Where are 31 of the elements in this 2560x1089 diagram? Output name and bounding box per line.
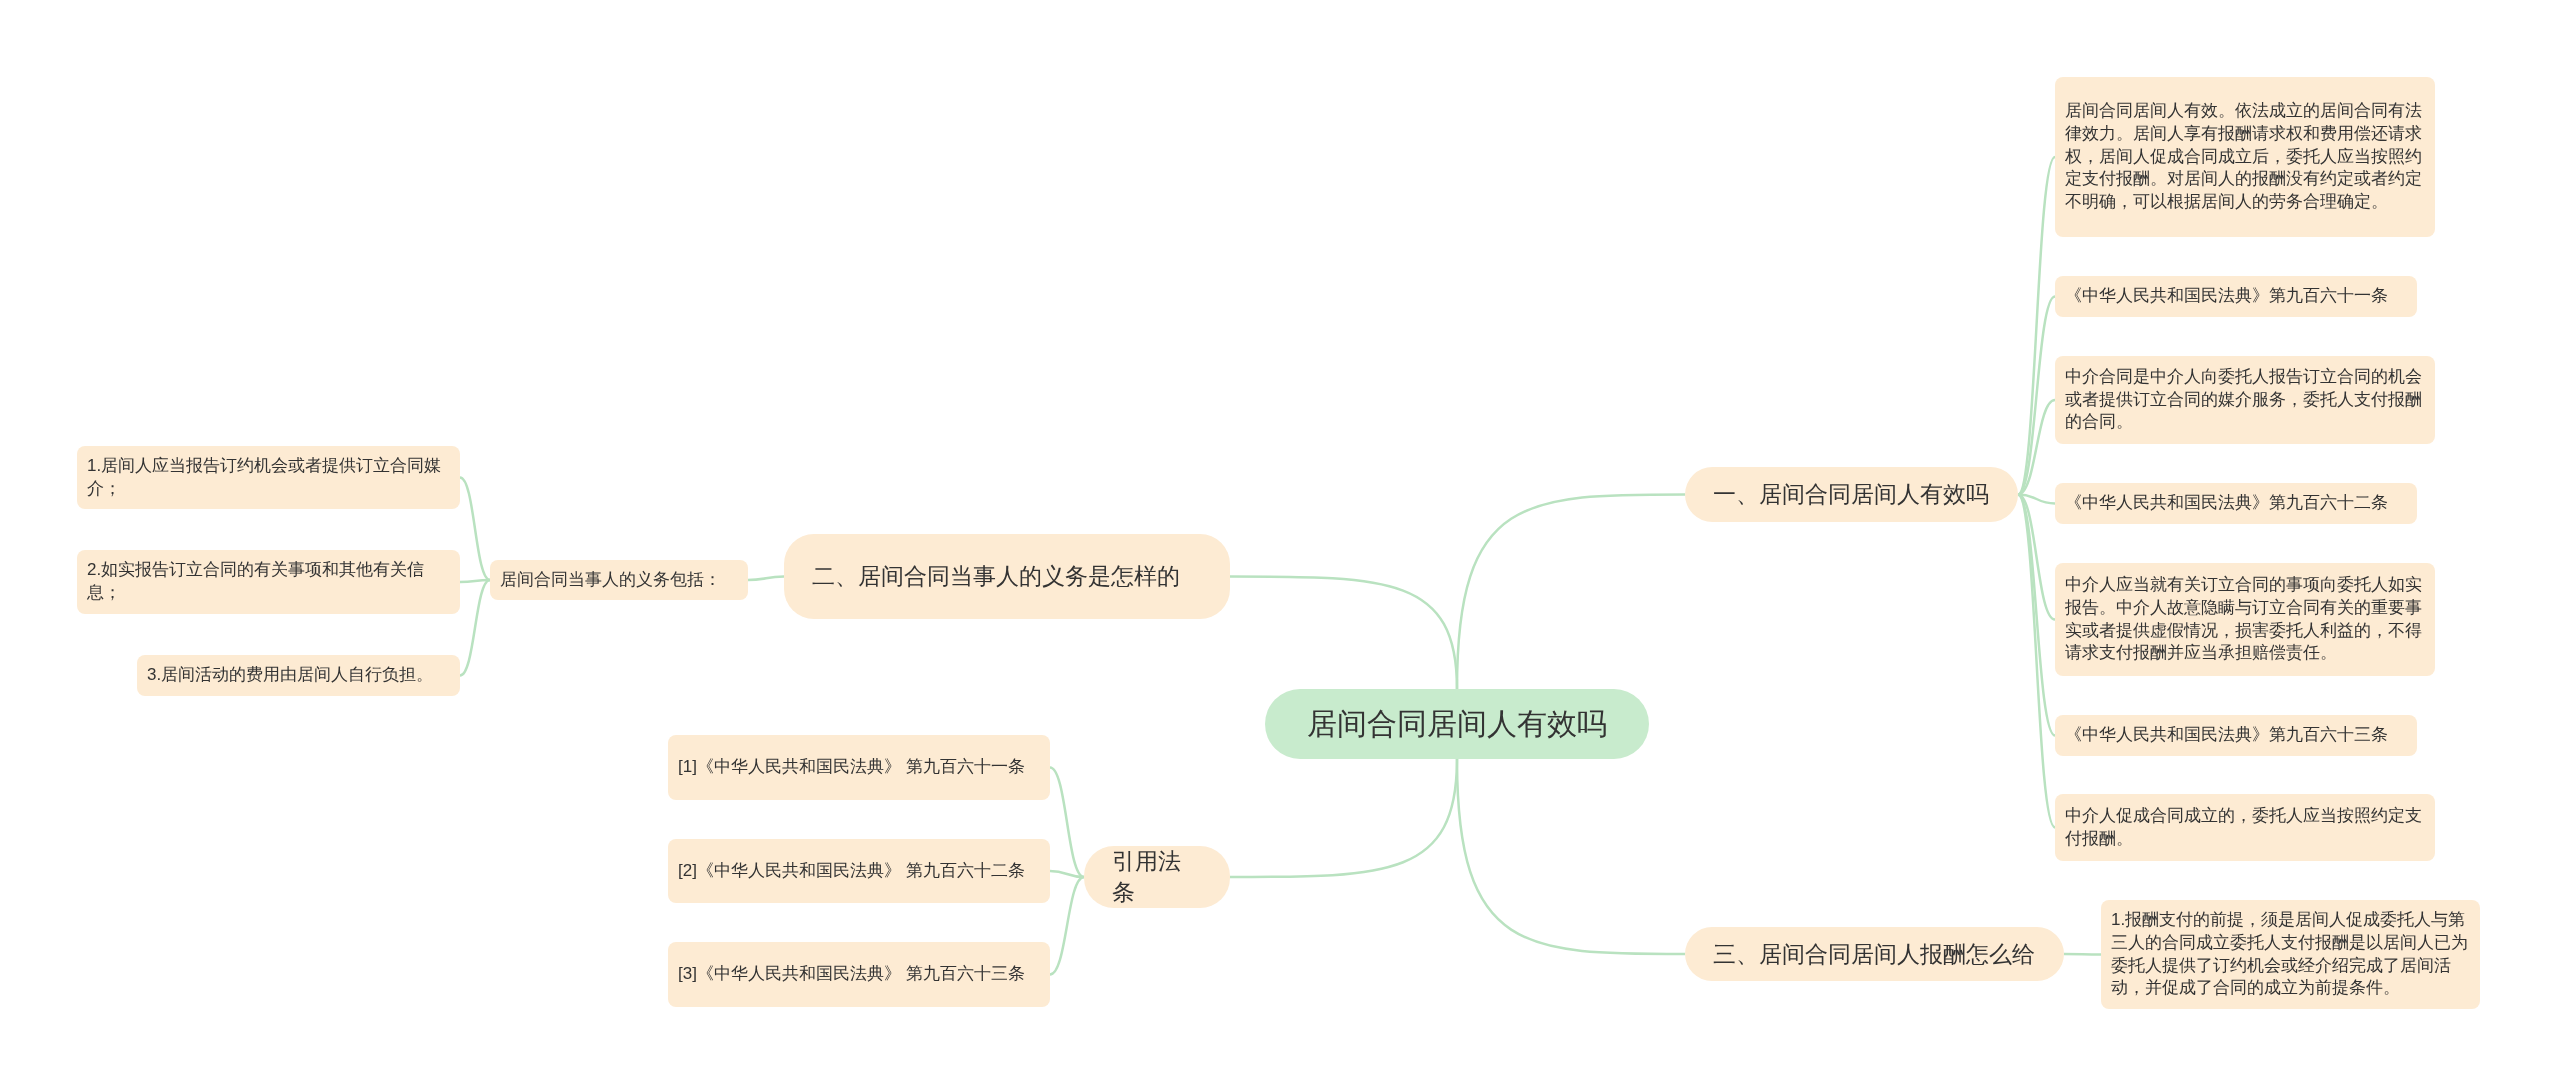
note-card: 居间合同当事人的义务包括：: [490, 560, 748, 600]
note-card: [3]《中华人民共和国民法典》 第九百六十三条: [668, 942, 1050, 1007]
note-card: 中介人促成合同成立的，委托人应当按照约定支付报酬。: [2055, 794, 2435, 861]
note-card: [1]《中华人民共和国民法典》 第九百六十一条: [668, 735, 1050, 800]
note-card: 居间合同居间人有效。依法成立的居间合同有法律效力。居间人享有报酬请求权和费用偿还请求权，居间人促成合同成立后，委托人应当按照约定支付报酬。对居间人的报酬没有约定或者约定不明确，可以根据居间人的劳务合理确定。: [2055, 77, 2435, 237]
connector-line: [1230, 575, 1459, 690]
note-card: [2]《中华人民共和国民法典》 第九百六十二条: [668, 839, 1050, 903]
note-card: 1.居间人应当报告订约机会或者提供订立合同媒介；: [77, 446, 460, 509]
topic-pill: 一、居间合同居间人有效吗: [1685, 467, 2018, 522]
connector-line: [747, 575, 785, 582]
note-card: 《中华人民共和国民法典》第九百六十三条: [2055, 715, 2417, 756]
topic-pill: 二、居间合同当事人的义务是怎样的: [784, 534, 1230, 619]
connector-line: [460, 578, 490, 584]
note-card: 2.如实报告订立合同的有关事项和其他有关信息；: [77, 550, 460, 614]
connector-line: [459, 476, 491, 582]
connector-line: [2064, 952, 2101, 956]
note-card: 《中华人民共和国民法典》第九百六十一条: [2055, 276, 2417, 317]
topic-pill: 引用法条: [1084, 846, 1230, 908]
connector-line: [2016, 156, 2057, 496]
connector-line: [459, 578, 491, 677]
note-card: 1.报酬支付的前提，须是居间人促成委托人与第三人的合同成立委托人支付报酬是以居间人已为委托人提供了订约机会或经介绍完成了居间活动，并促成了合同的成立为前提条件。: [2101, 900, 2480, 1009]
central-topic: 居间合同居间人有效吗: [1265, 689, 1649, 759]
topic-pill: 三、居间合同居间人报酬怎么给: [1685, 927, 2064, 981]
note-card: 中介人应当就有关订立合同的事项向委托人如实报告。中介人故意隐瞒与订立合同有关的重要事实或者提供虚假情况，损害委托人利益的，不得请求支付报酬并应当承担赔偿责任。: [2055, 563, 2435, 676]
note-card: 3.居间活动的费用由居间人自行负担。: [137, 655, 460, 696]
connector-line: [2016, 493, 2057, 829]
connector-line: [1049, 766, 1085, 879]
note-card: 《中华人民共和国民法典》第九百六十二条: [2055, 483, 2417, 524]
connector-line: [1455, 758, 1685, 956]
connector-line: [1049, 875, 1085, 976]
note-card: 中介合同是中介人向委托人报告订立合同的机会或者提供订立合同的媒介服务，委托人支付报酬的合同。: [2055, 356, 2435, 444]
